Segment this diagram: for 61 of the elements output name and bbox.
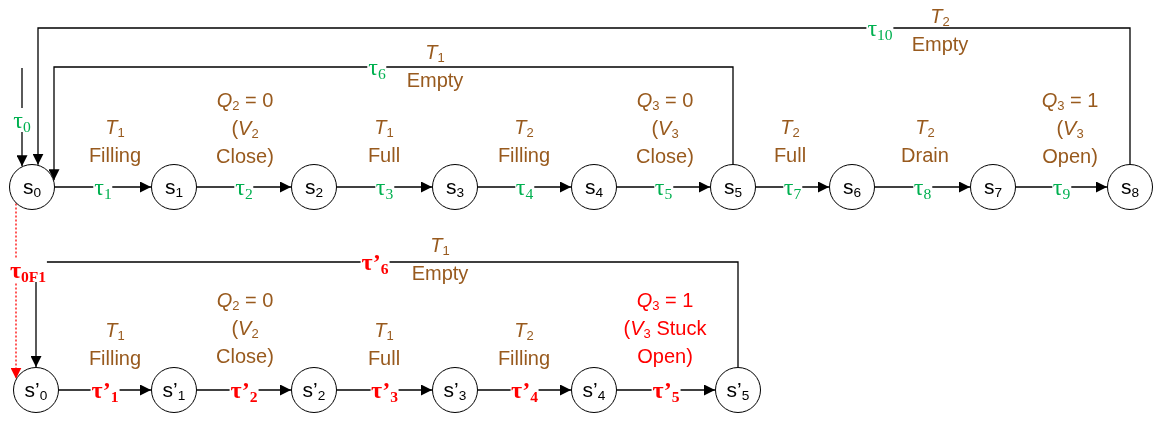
arrow (874, 181, 971, 193)
state-label: s’$_{4}$ (582, 378, 606, 402)
state-circle (1107, 164, 1153, 210)
arrow (1015, 181, 1108, 193)
condition-label: T$_{2}$ Filling (496, 318, 552, 371)
state-circle (970, 164, 1016, 210)
arrow (755, 181, 830, 193)
state-circle (291, 367, 337, 413)
condition-label: Q$_{3}$ = 1 (V$_{3}$ Stuck Open) (622, 288, 708, 369)
condition-label: Q$_{2}$ = 0 (V$_{2}$ Close) (215, 88, 275, 169)
state-label: s’$_{1}$ (162, 378, 186, 402)
state-label: s$_{0}$ (22, 175, 42, 199)
state-circle (829, 164, 875, 210)
dashed-arrow (10, 202, 22, 380)
state-circle (432, 164, 478, 210)
state-circle (151, 367, 197, 413)
condition-label: Q$_{3}$ = 0 (V$_{3}$ Close) (635, 88, 695, 169)
edge-label: τ$_{0}$ (12, 108, 32, 132)
condition-label: T$_{1}$ Filling (87, 115, 143, 168)
state-label: s’$_{2}$ (302, 378, 326, 402)
arrow (477, 181, 572, 193)
arrow (196, 181, 292, 193)
state-circle (710, 164, 756, 210)
state-label: s$_{1}$ (164, 175, 184, 199)
state-label: s’$_{5}$ (726, 378, 750, 402)
arrow (616, 181, 711, 193)
state-circle (571, 367, 617, 413)
state-circle (571, 164, 617, 210)
state-label: s$_{5}$ (723, 175, 743, 199)
arrow (30, 261, 739, 368)
condition-label: T$_{1}$ Empty (410, 233, 470, 286)
state-label: s$_{7}$ (983, 175, 1003, 199)
state-circle (432, 367, 478, 413)
arrow (54, 181, 152, 193)
state-label: s$_{8}$ (1120, 175, 1140, 199)
state-label: s$_{6}$ (842, 175, 862, 199)
state-circle (291, 164, 337, 210)
arrow (16, 67, 28, 167)
arrow (48, 66, 734, 181)
state-circle (13, 367, 59, 413)
condition-label: Q$_{2}$ = 0 (V$_{2}$ Close) (215, 288, 275, 369)
condition-label: T$_{1}$ Full (366, 318, 402, 371)
condition-label: T$_{2}$ Full (772, 115, 808, 168)
state-label: s$_{2}$ (304, 175, 324, 199)
condition-label: T$_{1}$ Empty (405, 40, 465, 93)
state-circle (151, 164, 197, 210)
condition-label: T$_{1}$ Filling (87, 318, 143, 371)
condition-label: Q$_{3}$ = 1 (V$_{3}$ Open) (1040, 88, 1100, 169)
arrow (32, 27, 1131, 166)
state-label: s$_{4}$ (584, 175, 604, 199)
state-label: s’$_{0}$ (24, 378, 48, 402)
state-label: s’$_{3}$ (443, 378, 467, 402)
edge-label: τ$_{0F1}$ (8, 258, 48, 282)
condition-label: T$_{1}$ Full (366, 115, 402, 168)
condition-label: T$_{2}$ Drain (900, 115, 950, 168)
condition-label: T$_{2}$ Filling (496, 115, 552, 168)
state-circle (715, 367, 761, 413)
condition-label: T$_{2}$ Empty (910, 4, 970, 57)
arrow (336, 181, 433, 193)
state-circle (9, 164, 55, 210)
state-label: s$_{3}$ (445, 175, 465, 199)
